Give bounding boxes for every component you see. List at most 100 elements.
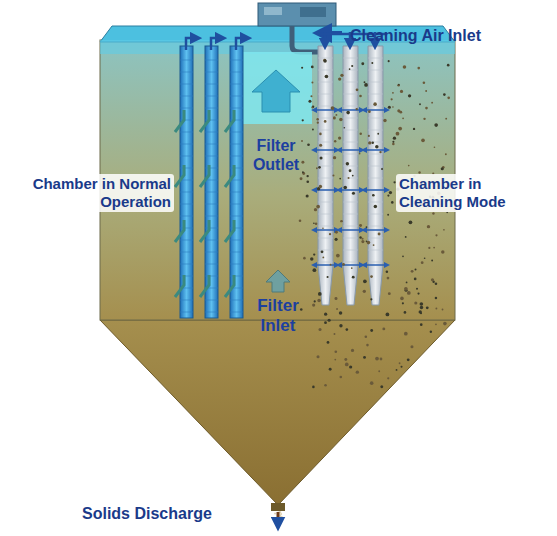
dust-particles-part — [356, 88, 359, 91]
dust-particles-part — [409, 220, 413, 224]
filter-bag-normal-part — [180, 264, 193, 265]
dust-particles-part — [399, 362, 401, 364]
filter-bag-normal-part — [205, 156, 218, 157]
dust-particles-part — [392, 143, 395, 146]
filter-bag-normal-part — [180, 300, 193, 301]
filter-bag-cleaning-part — [368, 46, 383, 305]
dust-particles-part — [366, 226, 368, 228]
filter-bag-cleaning-part — [318, 46, 333, 305]
filter-bag-cleaning-part — [339, 149, 362, 151]
dust-particles-part — [319, 185, 322, 188]
dust-particles-part — [421, 261, 424, 264]
dust-particles-part — [410, 345, 413, 348]
dust-particles-part — [404, 311, 407, 314]
dust-particles-part — [420, 323, 423, 326]
filter-bag-normal-part — [230, 60, 243, 61]
dust-particles-part — [351, 65, 353, 67]
dust-particles-part — [402, 302, 404, 304]
dust-particles-part — [335, 231, 338, 234]
filter-bag-normal-part — [180, 156, 193, 157]
filter-bag-cleaning-part — [318, 94, 333, 95]
dust-particles-part — [387, 277, 390, 280]
dust-particles-part — [442, 309, 444, 311]
dust-particles-part — [414, 278, 417, 281]
dust-particles-part — [324, 384, 327, 387]
dust-particles-part — [366, 344, 369, 347]
filter-bag-cleaning — [314, 32, 387, 305]
dust-particles-part — [332, 175, 334, 177]
dust-particles-part — [343, 186, 347, 190]
dust-particles-part — [420, 306, 423, 309]
filter-bag-normal-part — [225, 165, 234, 187]
filter-bag-normal-part — [180, 192, 193, 193]
dust-particles-part — [401, 366, 403, 368]
cleaning-head-part — [300, 7, 326, 17]
filter-bag-normal-part — [175, 275, 184, 297]
dust-particles-part — [319, 133, 322, 136]
dust-particles-part — [404, 332, 408, 336]
dust-particles-part — [279, 518, 281, 520]
dust-particles-part — [387, 194, 389, 196]
filter-bag-cleaning-part — [364, 109, 387, 111]
filter-bag-normal-part — [205, 84, 218, 85]
dust-particles-part — [403, 65, 407, 69]
filter-bag-normal-part — [230, 300, 243, 301]
filter-bag-cleaning-part — [343, 178, 358, 179]
dust-particles-part — [447, 97, 450, 100]
dust-particles-part — [345, 363, 349, 367]
dust-particles-part — [378, 233, 381, 236]
filter-bag-normal-part — [205, 228, 218, 229]
dust-particles-part — [371, 141, 373, 143]
filter-bag-normal-part — [205, 108, 218, 109]
cleaning-head — [258, 3, 342, 52]
dust-particles-part — [371, 62, 373, 64]
dust-particles-part — [316, 118, 318, 120]
filter-bag-cleaning-part — [314, 264, 337, 266]
dust-particles-part — [312, 303, 315, 306]
filter-bag-normal-part — [230, 144, 243, 145]
dust-particles-part — [407, 291, 411, 295]
dust-particles-part — [361, 62, 364, 65]
dust-particles-part — [356, 370, 359, 373]
filter-bag-normal-part — [230, 240, 243, 241]
filter-bag-cleaning-part — [368, 166, 383, 167]
dust-particles-part — [402, 255, 404, 257]
filter-bag-normal-part — [225, 220, 234, 242]
dust-particles-part — [325, 75, 329, 79]
dust-particles-part — [348, 177, 350, 179]
dust-particles-part — [339, 178, 341, 180]
filter-bag-cleaning-part — [368, 154, 383, 155]
filter-bag-cleaning-part — [318, 154, 333, 155]
dust-particles-part — [323, 59, 326, 62]
dust-particles-part — [274, 512, 276, 514]
dust-particles-part — [416, 288, 418, 290]
filter-bag-normal-part — [205, 264, 218, 265]
dust-particles-part — [314, 300, 316, 302]
dust-particles-part — [400, 90, 403, 93]
dust-particles-part — [311, 82, 313, 84]
filter-bag-normal-part — [205, 216, 218, 217]
dust-particles-part — [327, 276, 329, 278]
dust-particles — [274, 59, 450, 521]
dust-particles-part — [340, 74, 343, 77]
dust-particles-part — [312, 129, 314, 131]
dust-particles-part — [393, 137, 396, 140]
filter-bag-normal-part — [230, 192, 243, 193]
filter-bag-normal-part — [230, 168, 243, 169]
filter-bag-normal-part — [211, 38, 221, 50]
dust-particles-part — [359, 95, 362, 98]
filter-bag-cleaning-part — [343, 214, 358, 215]
dust-particles-part — [315, 223, 318, 226]
filter-bag-cleaning-part — [343, 154, 358, 155]
dust-particles-part — [300, 308, 303, 311]
dust-particles-part — [373, 244, 375, 246]
dust-particles-part — [389, 191, 392, 194]
filter-bag-normal-part — [180, 108, 193, 109]
dust-particles-part — [383, 119, 386, 122]
dust-particles-part — [417, 292, 419, 294]
dust-particles-part — [387, 377, 389, 379]
chamber-label: Chamber in Normal Operation — [22, 174, 174, 212]
dust-particles-part — [386, 271, 389, 274]
dust-particles-part — [310, 95, 312, 97]
